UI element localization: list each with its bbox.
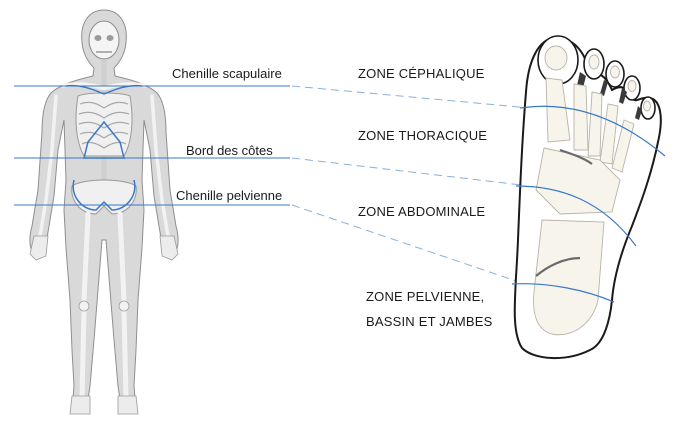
zone-pelvis-label-line2: BASSIN ET JAMBES — [366, 310, 493, 334]
zone-thorax-label: ZONE THORACIQUE — [358, 124, 487, 148]
zone-abdomen-label: ZONE ABDOMINALE — [358, 200, 485, 224]
left-foot — [70, 396, 90, 414]
zone-head-label: ZONE CÉPHALIQUE — [358, 62, 485, 86]
zone-pelvis-label-line1: ZONE PELVIENNE, — [366, 285, 484, 309]
label-pelvic-girdle: Chenille pelvienne — [176, 188, 282, 203]
right-foot — [118, 396, 138, 414]
label-rib-edge: Bord des côtes — [186, 143, 273, 158]
connector-lines — [292, 86, 530, 284]
label-scapular-girdle: Chenille scapulaire — [172, 66, 282, 81]
foot-sole-figure — [512, 36, 665, 358]
skull — [89, 21, 119, 59]
human-body-figure — [30, 10, 178, 414]
